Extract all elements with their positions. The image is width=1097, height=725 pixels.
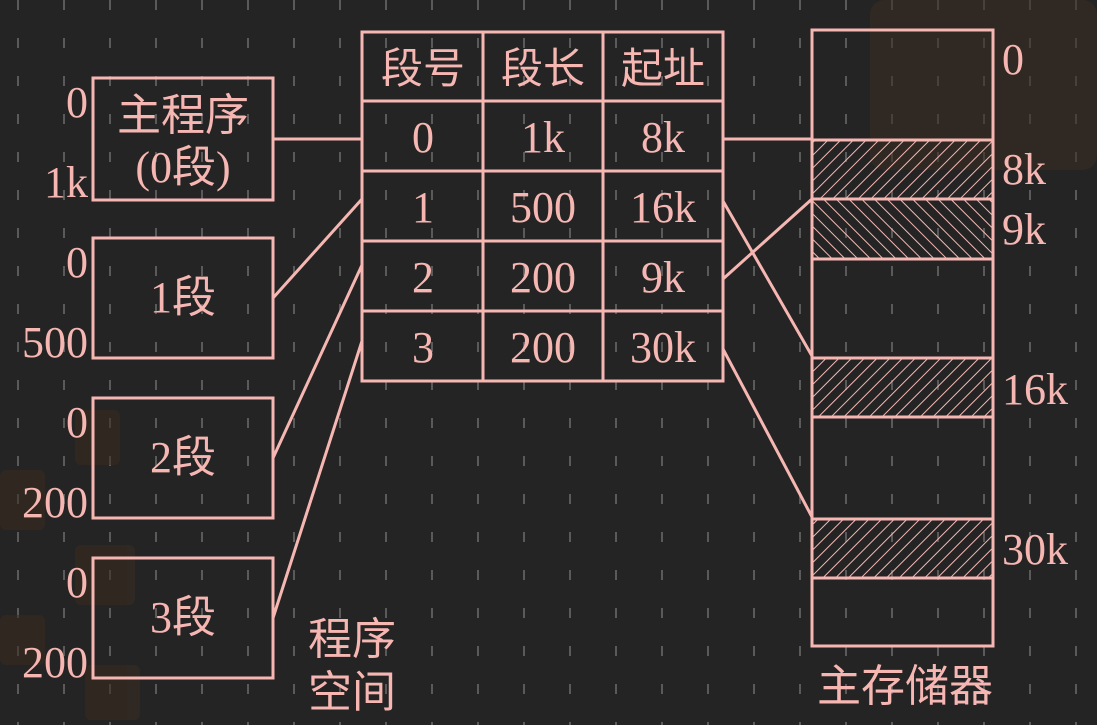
table-cell: 1k — [521, 113, 565, 162]
program-segment-0: 主程序 (0段) 0 1k — [44, 76, 275, 207]
segment-end-2: 200 — [22, 478, 88, 527]
main-memory: 0 8k 9k 16k 30k 主存储器 — [810, 28, 1068, 711]
memory-address-label: 30k — [1002, 525, 1068, 574]
connector-row-2-to-9k — [721, 197, 814, 281]
segment-table: 段号 段长 起址 0 1k 8k 1 500 16k 2 200 9k 3 20… — [360, 30, 725, 383]
memory-block-segment-2 — [810, 197, 995, 261]
table-to-memory-connectors — [721, 137, 814, 518]
segment-label-0-line2: (0段) — [135, 143, 230, 192]
connector-segment-1 — [271, 197, 364, 300]
segment-end-1: 500 — [22, 318, 88, 367]
connector-segment-2 — [271, 264, 364, 459]
segment-label-3: 3段 — [150, 593, 216, 642]
program-segment-3: 3段 0 200 — [22, 556, 275, 687]
table-cell: 9k — [641, 253, 685, 302]
program-segment-1: 1段 0 500 — [22, 236, 275, 367]
main-memory-label: 主存储器 — [817, 662, 993, 711]
segment-end-0: 1k — [44, 158, 88, 207]
program-segment-2: 2段 0 200 — [22, 396, 275, 527]
memory-address-label: 0 — [1002, 35, 1024, 84]
table-cell: 16k — [630, 183, 696, 232]
table-cell: 2 — [412, 253, 434, 302]
table-cell: 8k — [641, 113, 685, 162]
connector-row-1-to-16k — [721, 200, 814, 357]
memory-block-segment-1 — [810, 356, 995, 419]
memory-block-segment-0 — [810, 138, 995, 201]
table-row: 3 200 30k — [412, 323, 696, 372]
program-space-label-line1: 程序 — [308, 615, 396, 664]
segment-start-2: 0 — [66, 398, 88, 447]
segment-start-3: 0 — [66, 558, 88, 607]
table-row: 2 200 9k — [412, 253, 685, 302]
segment-label-0-line1: 主程序 — [117, 91, 249, 140]
table-cell: 30k — [630, 323, 696, 372]
program-to-table-connectors — [271, 137, 364, 619]
table-cell: 3 — [412, 323, 434, 372]
connector-row-3-to-30k — [721, 348, 814, 518]
table-cell: 500 — [510, 183, 576, 232]
memory-frame — [810, 28, 995, 648]
segment-table-frame — [360, 30, 725, 383]
table-cell: 0 — [412, 113, 434, 162]
table-row: 1 500 16k — [412, 183, 696, 232]
table-row: 0 1k 8k — [412, 113, 685, 162]
header-segment-number: 段号 — [381, 47, 465, 93]
program-space-label-line2: 空间 — [308, 668, 396, 717]
program-space: 主程序 (0段) 0 1k 1段 0 500 2段 0 200 3段 0 200… — [22, 76, 396, 717]
connector-segment-3 — [271, 340, 364, 619]
segment-end-3: 200 — [22, 638, 88, 687]
memory-address-label: 9k — [1002, 205, 1046, 254]
table-cell: 200 — [510, 323, 576, 372]
table-cell: 1 — [412, 183, 434, 232]
segment-start-1: 0 — [66, 238, 88, 287]
segment-label-1: 1段 — [150, 273, 216, 322]
header-segment-length: 段长 — [501, 47, 585, 93]
memory-address-label: 16k — [1002, 365, 1068, 414]
segment-start-0: 0 — [66, 78, 88, 127]
table-cell: 200 — [510, 253, 576, 302]
background-dash-lines — [17, 0, 1077, 725]
memory-address-label: 8k — [1002, 145, 1046, 194]
segment-label-2: 2段 — [150, 433, 216, 482]
header-start-address: 起址 — [621, 47, 705, 93]
memory-block-segment-3 — [810, 517, 995, 580]
